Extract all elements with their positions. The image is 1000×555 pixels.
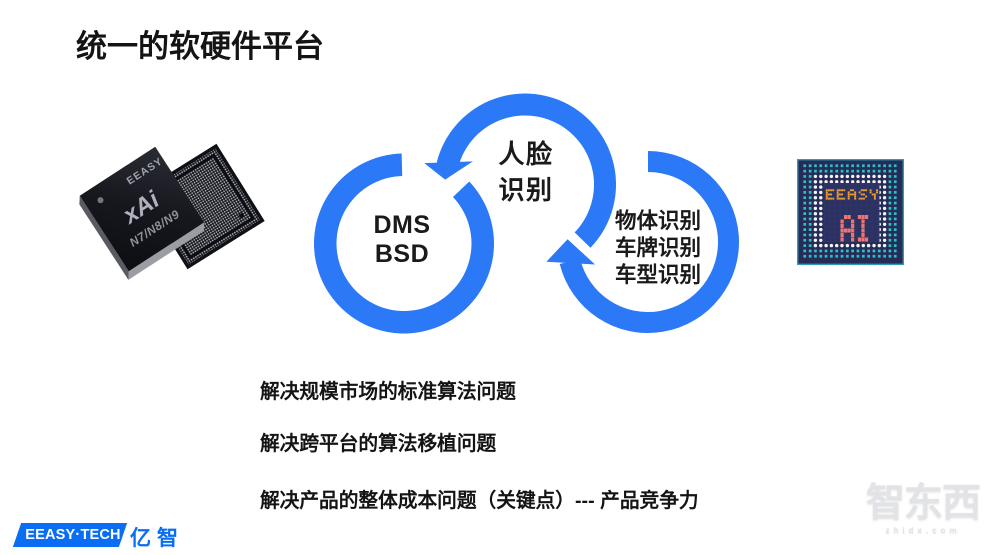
- watermark-name: 智东西: [865, 482, 981, 525]
- watermark: 智东西 zhidx.com: [858, 482, 988, 536]
- page-title: 统一的软硬件平台: [76, 29, 324, 64]
- label-dms-bsd: DMS BSD: [373, 211, 431, 268]
- label-object-plate-model: 物体识别 车牌识别 车型识别: [614, 209, 701, 287]
- footer-logo-text-cn: 亿智: [130, 527, 184, 550]
- cycle-arrows-diagram: [313, 93, 739, 334]
- bullet-cost: 解决产品的整体成本问题（关键点）--- 产品竞争力: [260, 490, 699, 512]
- label-face-recognition: 人脸 识别: [498, 139, 554, 205]
- footer-logo-text-en: EEASY·TECH: [25, 527, 121, 543]
- bullet-cross-platform: 解决跨平台的算法移植问题: [260, 433, 497, 455]
- cycle-ring-right: [546, 151, 739, 334]
- chip-photo: EEASY xAi N7/N8/N9: [79, 143, 265, 280]
- ai-chip-ai-pixels: [840, 215, 869, 242]
- cycle-ring-top: [424, 93, 616, 248]
- bullet-standard-algorithms: 解决规模市场的标准算法问题: [260, 381, 516, 403]
- watermark-domain: zhidx.com: [885, 526, 961, 535]
- ai-chip-brand-pixels: [825, 189, 879, 200]
- ai-chip-icon: [797, 159, 904, 265]
